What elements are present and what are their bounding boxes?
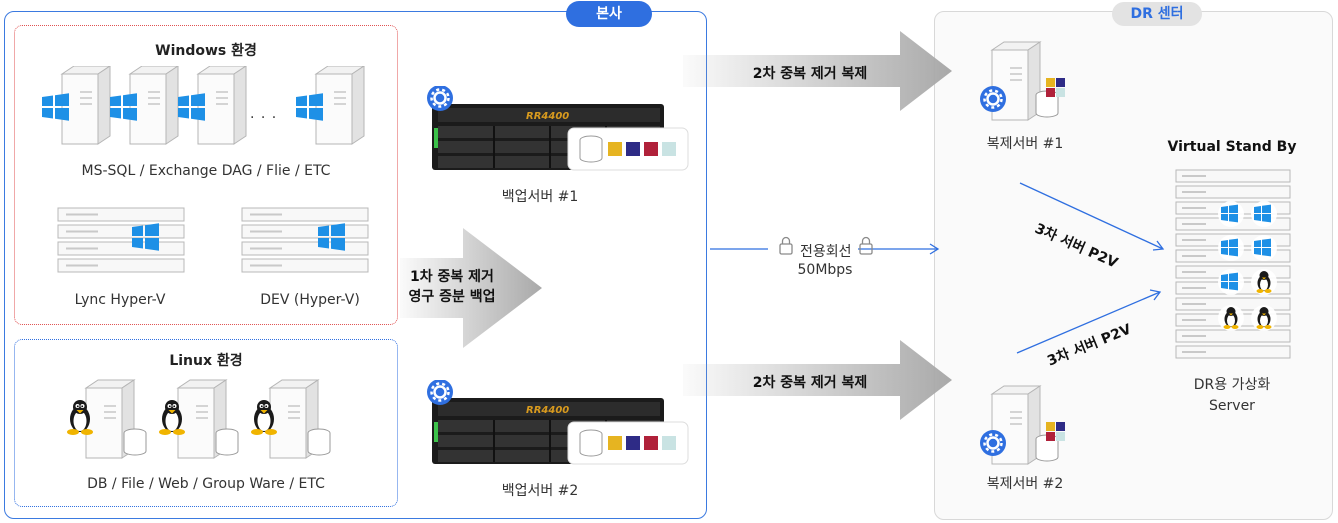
backup-server-1-label: 백업서버 #1 (501, 189, 579, 205)
windows-environment-box (14, 25, 398, 325)
primary-backup-label: 1차 중복 제거 영구 증분 백업 (400, 267, 504, 307)
primary-backup-line2: 영구 증분 백업 (408, 289, 496, 305)
windows-env-title: Windows 환경 (155, 43, 257, 59)
virtual-standby-title: Virtual Stand By (1167, 139, 1297, 155)
virtual-standby-caption-line1: DR용 가상화 (1193, 377, 1271, 393)
primary-backup-arrow (400, 228, 542, 348)
dr-tag: DR 센터 (1112, 2, 1202, 26)
replica-server-2-label: 복제서버 #2 (986, 476, 1064, 492)
dedicated-line-speed: 50Mbps (797, 262, 853, 278)
replication-label-top: 2차 중복 제거 복제 (752, 66, 868, 82)
virtual-standby-rack (1175, 169, 1291, 359)
linux-environment-box (14, 339, 398, 507)
replica-server-1-graphic (978, 41, 1065, 121)
virtual-standby-caption-line2: Server (1209, 398, 1255, 414)
linux-env-title: Linux 환경 (169, 353, 243, 369)
replica-server-1-label: 복제서버 #1 (986, 136, 1064, 152)
replication-label-bottom: 2차 중복 제거 복제 (752, 375, 868, 391)
linux-apps-caption: DB / File / Web / Group Ware / ETC (87, 476, 325, 492)
replica-server-2-graphic (978, 385, 1065, 465)
lync-label: Lync Hyper-V (74, 292, 166, 308)
dedicated-line-name: 전용회선 (800, 244, 852, 260)
hq-tag: 본사 (566, 1, 652, 27)
backup-server-2-label: 백업서버 #2 (501, 483, 579, 499)
dev-label: DEV (Hyper-V) (260, 292, 360, 308)
hq-container (4, 11, 707, 519)
replication-arrow-bottom (683, 340, 952, 420)
windows-server-ellipsis: . . . (250, 106, 278, 122)
lock-icon-left (779, 236, 793, 255)
lock-icon-right (859, 236, 873, 255)
windows-apps-caption: MS-SQL / Exchange DAG / Flie / ETC (81, 163, 331, 179)
virtual-standby-caption: DR용 가상화 Server (1160, 375, 1304, 417)
replication-arrow-top (683, 31, 952, 111)
primary-backup-line1: 1차 중복 제거 (410, 269, 494, 285)
